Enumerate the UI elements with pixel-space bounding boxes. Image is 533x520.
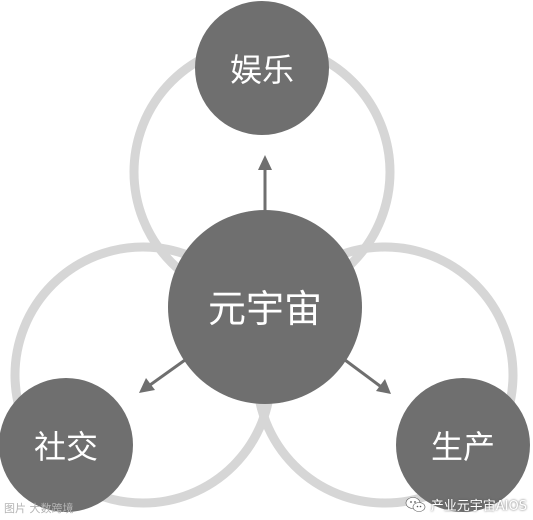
watermark-right: 产业元宇宙AIOS	[405, 495, 527, 514]
center-label: 元宇宙	[208, 287, 322, 331]
arrow-left-head	[139, 378, 155, 393]
arrow-left	[149, 358, 186, 387]
arrow-up-head	[258, 155, 272, 170]
node-top-circle	[195, 1, 329, 135]
node-right-label: 生产	[431, 428, 495, 466]
arrow-right	[344, 358, 381, 388]
node-right-circle	[396, 378, 530, 512]
watermark-right-text: 产业元宇宙AIOS	[430, 499, 527, 514]
watermark-left: 图片 大数跨境	[4, 502, 74, 515]
node-left-label: 社交	[34, 428, 98, 466]
node-top-label: 娱乐	[230, 51, 294, 89]
wechat-icon	[405, 496, 426, 512]
node-left-circle	[0, 378, 133, 512]
center-circle	[168, 210, 362, 404]
arrow-right-head	[376, 379, 391, 394]
